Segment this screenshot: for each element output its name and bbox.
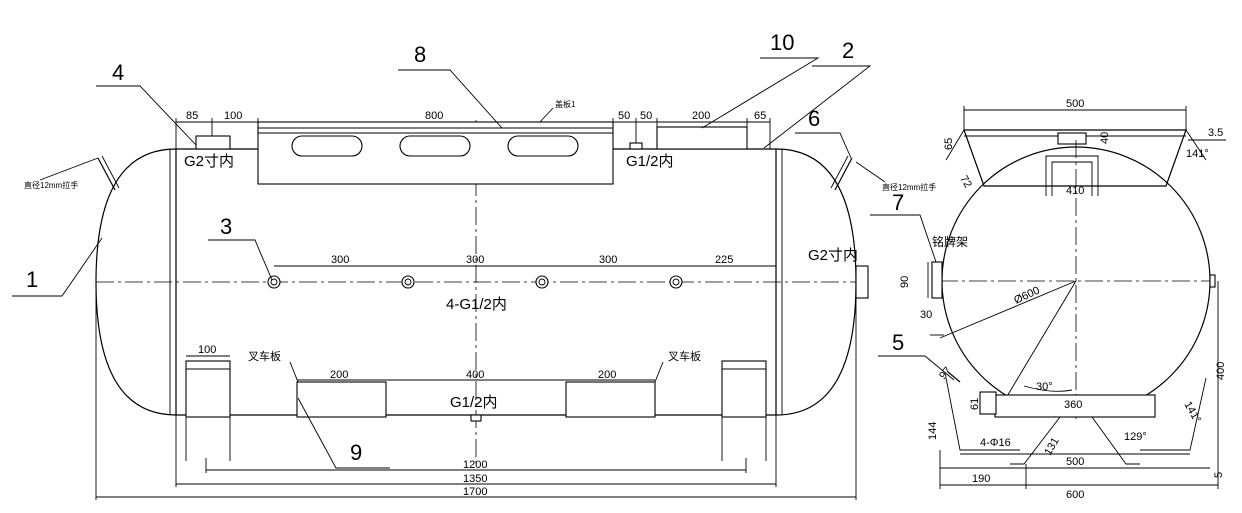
label-g2-top: G2寸内 (184, 153, 234, 170)
dim-800: 800 (425, 110, 443, 122)
callout-6: 6 (808, 106, 820, 131)
label-forklift-left: 叉车板 (248, 349, 281, 363)
dim-100-bottom: 100 (198, 344, 216, 356)
side-dim-72: 72 (957, 174, 974, 191)
top-right-plate (656, 126, 748, 150)
callout-5: 5 (892, 330, 904, 355)
side-port-2 (401, 275, 415, 289)
side-dim-3-5: 3.5 (1208, 127, 1223, 139)
leader-lines (12, 57, 886, 469)
side-dim-500-bottom: 500 (1066, 456, 1084, 468)
side-dim-500-top: 500 (1066, 98, 1084, 110)
front-view: 1 4 3 8 9 10 2 6 85 100 800 50 50 200 65… (12, 30, 936, 500)
dim-300-a: 300 (331, 254, 349, 266)
label-g2-side: G2寸内 (808, 247, 858, 264)
callout-10: 10 (770, 30, 794, 55)
dim-50-a: 50 (618, 110, 630, 122)
dim-85: 85 (186, 110, 198, 122)
side-dim-360: 360 (1064, 399, 1082, 411)
saddle-right (721, 360, 767, 418)
side-angle-30: 30° (1036, 381, 1053, 393)
side-dim-5: 5 (1213, 472, 1225, 478)
side-dim-diameter-600: Ø600 (1012, 284, 1041, 306)
dim-200-right: 200 (598, 369, 616, 381)
dim-1350: 1350 (463, 473, 487, 485)
side-dim-61: 61 (969, 398, 981, 410)
label-forklift-right: 叉车板 (668, 349, 701, 363)
callout-2: 2 (842, 38, 854, 63)
side-dim-410: 410 (1066, 185, 1084, 197)
handhole-slot-3 (507, 135, 579, 157)
handle-right (834, 157, 853, 191)
side-port-3 (535, 275, 549, 289)
side-dimension-lines (927, 106, 1226, 489)
side-view: 7 5 铭牌架 500 40 3.5 65 72 410 141° 90 30 … (870, 98, 1227, 501)
side-dim-144: 144 (927, 422, 939, 440)
dim-200-top: 200 (692, 110, 710, 122)
dim-200-left: 200 (330, 369, 348, 381)
dim-300-c: 300 (599, 254, 617, 266)
side-dim-97: 97 (937, 365, 954, 382)
side-port-1 (267, 275, 281, 289)
side-dim-65: 65 (943, 138, 955, 150)
nozzle-g12-top (629, 142, 643, 150)
top-hopper (963, 129, 1187, 187)
forklift-plate-right (565, 381, 656, 418)
dim-1200: 1200 (463, 459, 487, 471)
side-port-4 (669, 275, 683, 289)
handle-left (97, 157, 116, 191)
label-g12-bottom: G1/2内 (450, 394, 498, 411)
label-cover-plate: 盖板1 (555, 99, 576, 109)
dim-50-b: 50 (640, 110, 652, 122)
side-dim-4-phi16: 4-Φ16 (980, 437, 1011, 449)
label-nameplate-bracket: 铭牌架 (932, 234, 968, 249)
handhole-slot-1 (291, 135, 363, 157)
callout-9: 9 (350, 440, 362, 465)
side-dim-30-bracket: 30 (920, 309, 932, 321)
label-4-ports: 4-G1/2内 (446, 296, 507, 313)
callout-3: 3 (220, 214, 232, 239)
side-dim-190: 190 (972, 473, 990, 485)
label-handle-right: 直径12mm拉手 (882, 182, 936, 192)
nozzle-g2-top (195, 135, 231, 150)
callout-4: 4 (112, 60, 124, 85)
dim-100-top: 100 (224, 110, 242, 122)
handhole-slot-2 (399, 135, 471, 157)
side-dim-40: 40 (1099, 132, 1111, 144)
label-handle-left: 直径12mm拉手 (24, 180, 78, 190)
side-dim-90: 90 (899, 276, 911, 288)
side-angle-141-top: 141° (1186, 148, 1209, 160)
dim-225: 225 (715, 254, 733, 266)
nameplate-bracket (931, 261, 943, 299)
dim-65-top: 65 (754, 110, 766, 122)
callout-8: 8 (414, 42, 426, 67)
dim-1700: 1700 (463, 486, 487, 498)
dim-400: 400 (466, 369, 484, 381)
side-angle-129: 129° (1124, 431, 1147, 443)
side-dim-600: 600 (1066, 489, 1084, 501)
label-g12-top: G1/2内 (626, 153, 674, 170)
side-dim-400: 400 (1215, 362, 1227, 380)
dim-300-b: 300 (466, 254, 484, 266)
callout-7: 7 (892, 190, 904, 215)
saddle-left (185, 360, 231, 418)
nozzle-g2-side (855, 265, 869, 299)
dimension-lines (95, 118, 857, 500)
callout-1: 1 (26, 267, 38, 292)
nozzle-g12-bottom (470, 414, 482, 422)
forklift-plate-left (296, 381, 387, 418)
